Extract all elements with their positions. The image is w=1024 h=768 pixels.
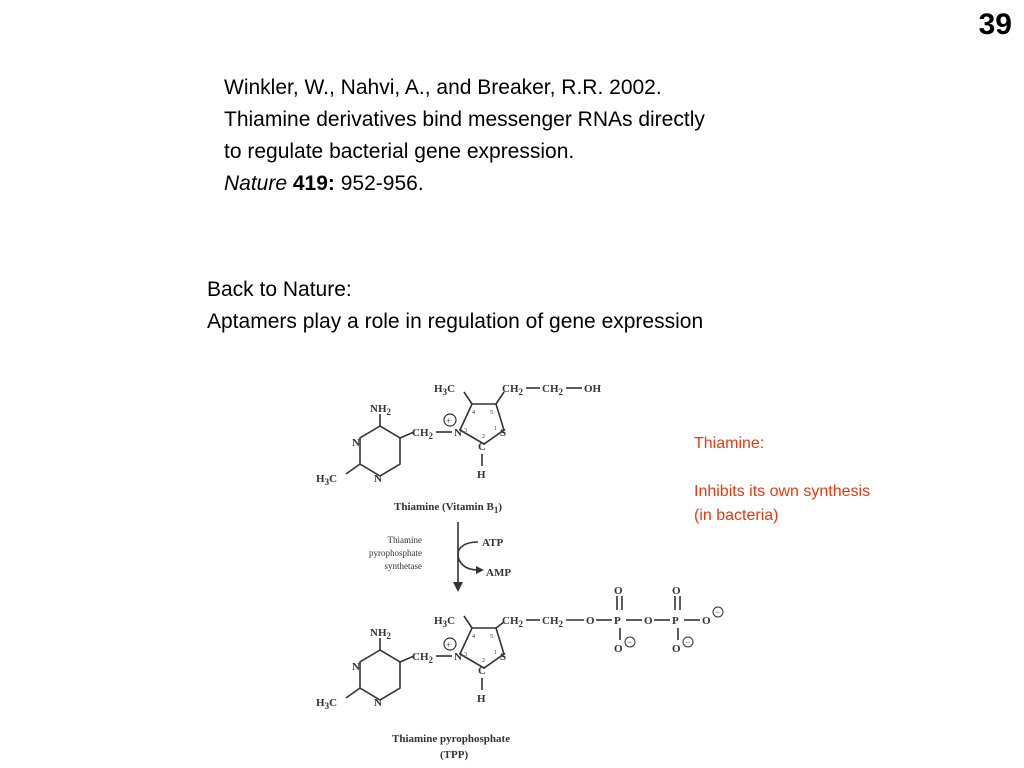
positive-charge <box>443 413 457 427</box>
thiamine-structure: NH2 N N H3C CH2 N + S C H 3 4 5 1 2 H3C … <box>316 383 602 515</box>
p1-negative-sign: − <box>627 637 632 647</box>
ester-oxygen: O <box>586 615 595 627</box>
side-chain-ch2-a: CH2 <box>502 383 524 397</box>
enzyme-line-1: Thiamine <box>388 535 423 545</box>
side-chain-ch2-b: CH2 <box>542 383 564 397</box>
positive-sign: + <box>446 416 451 426</box>
thiazolium-c2: C <box>478 441 486 453</box>
atp-label: ATP <box>482 537 503 549</box>
tpp-structure: NH2 N N H3C CH2 N + S C H 3 4 5 1 2 H3C … <box>316 585 724 761</box>
amino-group: NH2 <box>370 403 392 417</box>
cofactor-arrow-head <box>476 566 484 574</box>
tpp-thiazolium-c2: C <box>478 665 486 677</box>
phosphorus-1: P <box>614 615 621 627</box>
methyl-group: H3C <box>316 473 337 487</box>
ring-num-3: 3 <box>464 428 467 434</box>
tpp-c2-hydrogen: H <box>477 693 486 705</box>
reaction-arrow-head <box>453 582 463 592</box>
cofactor-curve <box>457 541 479 571</box>
citation-line-1: Winkler, W., Nahvi, A., and Breaker, R.R… <box>224 76 662 99</box>
citation-journal: Nature <box>224 172 288 195</box>
tpp-caption-line-2: (TPP) <box>440 749 468 761</box>
enzyme-line-2: pyrophosphate <box>369 548 422 558</box>
citation-journal-line: Nature 419: 952-956. <box>224 168 705 200</box>
p2-negative-sign: − <box>685 637 690 647</box>
tpp-caption-line-1: Thiamine pyrophosphate <box>392 733 510 745</box>
p1-oxo-oxygen: O <box>614 585 623 597</box>
note-line-1: Inhibits its own synthesis <box>694 483 871 500</box>
p2-oxo-oxygen: O <box>672 585 681 597</box>
bridge-oxygen: O <box>644 615 653 627</box>
tpp-ring-num-5: 5 <box>490 634 493 640</box>
reaction-step: Thiamine pyrophosphate synthetase ATP AM… <box>369 522 511 592</box>
tpp-ring-methyl-bond <box>463 615 473 629</box>
tpp-ring-methyl: H3C <box>434 615 455 629</box>
tpp-side-chain-ch2-b: CH2 <box>542 615 564 629</box>
citation-volume: 419: <box>292 172 335 195</box>
note-line-2: (in bacteria) <box>694 507 779 524</box>
tpp-ring-num-1: 1 <box>494 650 497 656</box>
side-chain-bond <box>495 391 505 405</box>
ring-num-4: 4 <box>472 410 475 416</box>
tpp-methyl-group: H3C <box>316 697 337 711</box>
thiamine-reaction-figure: NH2 N N H3C CH2 N + S C H 3 4 5 1 2 H3C … <box>300 370 740 768</box>
ring-num-5: 5 <box>490 410 493 416</box>
methyl-bond <box>345 463 361 475</box>
tpp-thiazolium-ring <box>458 627 505 669</box>
ring-methyl-bond <box>463 391 473 405</box>
tpp-ring-num-4: 4 <box>472 634 475 640</box>
tpp-ring-num-2: 2 <box>482 658 485 664</box>
methylene-bond <box>399 431 415 439</box>
c2-hydrogen: H <box>477 469 486 481</box>
citation: Winkler, W., Nahvi, A., and Breaker, R.R… <box>224 72 705 200</box>
p2-lower-oxygen: O <box>672 643 681 655</box>
tpp-thiazolium-s: S <box>500 651 506 663</box>
tpp-side-chain-bond <box>495 621 505 629</box>
tpp-amino-group: NH2 <box>370 627 392 641</box>
phosphorus-2: P <box>672 615 679 627</box>
tpp-positive-charge <box>443 637 457 651</box>
thiazolium-n: N <box>454 427 462 439</box>
thiamine-caption: Thiamine (Vitamin B1) <box>394 501 502 515</box>
citation-line-2: Thiamine derivatives bind messenger RNAs… <box>224 108 705 131</box>
enzyme-line-3: synthetase <box>385 561 423 571</box>
tpp-pyrimidine-n1: N <box>374 697 382 709</box>
citation-line-3: to regulate bacterial gene expression. <box>224 140 575 163</box>
pyrimidine-n1: N <box>374 473 382 485</box>
tpp-methylene-group: CH2 <box>412 651 434 665</box>
p1-negative-charge <box>624 636 636 648</box>
ring-methyl: H3C <box>434 383 455 397</box>
tpp-side-chain-ch2-a: CH2 <box>502 615 524 629</box>
terminal-negative-charge <box>712 606 724 618</box>
pyrimidine-n3: N <box>352 437 360 449</box>
p2-negative-charge <box>682 636 694 648</box>
intro-text: Back to Nature: Aptamers play a role in … <box>207 274 703 338</box>
tpp-pyrimidine-ring <box>359 649 401 701</box>
page-number: 39 <box>978 8 1012 41</box>
thiazolium-s: S <box>500 427 506 439</box>
thiazolium-ring <box>458 403 505 445</box>
amp-label: AMP <box>486 567 511 579</box>
ring-num-2: 2 <box>482 434 485 440</box>
tpp-ring-num-3: 3 <box>464 652 467 658</box>
thiamine-note: Thiamine: Inhibits its own synthesis (in… <box>694 432 870 528</box>
terminal-oxygen: O <box>702 615 711 627</box>
tpp-positive-sign: + <box>446 640 451 650</box>
reaction-diagram: NH2 N N H3C CH2 N + S C H 3 4 5 1 2 H3C … <box>316 383 724 761</box>
ring-num-1: 1 <box>494 426 497 432</box>
intro-line-1: Back to Nature: <box>207 278 352 301</box>
tpp-pyrimidine-n3: N <box>352 661 360 673</box>
tpp-methylene-bond <box>399 655 415 663</box>
terminal-negative-sign: − <box>715 607 720 617</box>
p1-lower-oxygen: O <box>614 643 623 655</box>
tpp-methyl-bond <box>345 687 361 699</box>
note-title: Thiamine: <box>694 435 765 452</box>
tpp-thiazolium-n: N <box>454 651 462 663</box>
intro-line-2: Aptamers play a role in regulation of ge… <box>207 310 704 333</box>
hydroxyl-group: OH <box>584 383 602 395</box>
citation-pages: 952-956. <box>340 172 424 195</box>
pyrimidine-ring <box>359 425 401 477</box>
methylene-group: CH2 <box>412 427 434 441</box>
